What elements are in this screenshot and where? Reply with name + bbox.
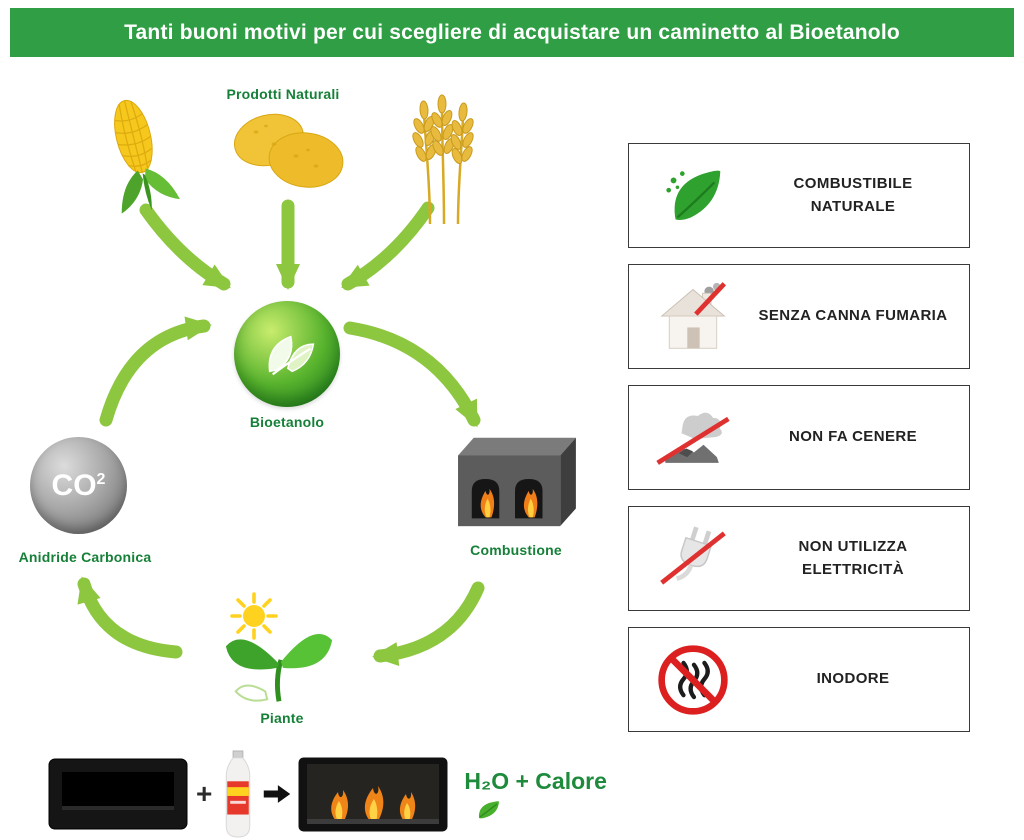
arrow-wheat-to-bioethanol (341, 201, 435, 291)
potatoes-icon (222, 104, 352, 199)
no-ash-icon (629, 403, 757, 473)
benefits-list: COMBUSTIBILE NATURALE SENZA CANNA FUMARI… (628, 143, 970, 732)
benefit-label: SENZA CANNA FUMARIA (758, 307, 948, 325)
bioethanol-cycle-diagram: Prodotti Naturali (0, 60, 630, 760)
co2-sphere: CO2 (30, 437, 127, 534)
odorless-icon (629, 642, 757, 718)
banner-title: Tanti buoni motivi per cui scegliere di … (124, 20, 900, 44)
benefit-label: NON FA CENERE (789, 428, 917, 446)
combustion-equation: + H₂O + Calore (48, 750, 607, 838)
arrow-corn-to-bioethanol (139, 203, 231, 291)
bioethanol-label: Bioetanolo (249, 414, 325, 430)
sun-icon (230, 592, 278, 640)
products-label: Prodotti Naturali (226, 86, 340, 102)
benefit-label: NON UTILIZZA ELETTRICITÀ (798, 538, 908, 578)
cycle-arrows (77, 199, 485, 666)
sprout-icon (220, 610, 338, 705)
combustion-label: Combustione (470, 542, 562, 558)
result-label: H₂O + Calore (464, 767, 607, 794)
no-chimney-house-icon (629, 280, 757, 354)
bioethanol-sphere (234, 301, 340, 407)
benefit-box-no-ash: NON FA CENERE (628, 385, 970, 490)
black-fireplace-icon (48, 758, 188, 830)
wheat-icon (408, 88, 478, 228)
benefit-label: INODORE (816, 670, 890, 688)
burning-fireplace-icon (298, 757, 448, 831)
banner: Tanti buoni motivi per cui scegliere di … (10, 8, 1014, 57)
benefit-label: COMBUSTIBILE NATURALE (793, 175, 913, 215)
fireplace-icon (446, 426, 584, 536)
arrow-combustion-to-plants (372, 581, 485, 666)
natural-fuel-leaf-icon (629, 161, 757, 231)
arrow-co2-to-bioethanol (99, 316, 212, 427)
equation-result: H₂O + Calore (464, 768, 607, 821)
corn-icon (95, 88, 180, 218)
co2-text: CO2 (51, 468, 106, 502)
leaf-sphere-icon (268, 335, 315, 376)
benefit-box-no-electricity: NON UTILIZZA ELETTRICITÀ (628, 506, 970, 611)
no-electricity-plug-icon (629, 522, 757, 596)
benefit-box-natural-fuel: COMBUSTIBILE NATURALE (628, 143, 970, 248)
bioethanol-bottle-icon (226, 750, 251, 838)
arrow-bioethanol-to-combustion (343, 321, 481, 428)
benefit-box-odorless: INODORE (628, 627, 970, 732)
plants-label: Piante (260, 710, 304, 726)
benefit-box-no-chimney: SENZA CANNA FUMARIA (628, 264, 970, 369)
arrow-plants-to-co2 (77, 576, 183, 659)
arrow-right-icon (264, 785, 291, 803)
co2-label: Anidride Carbonica (18, 549, 152, 565)
leaf-icon (479, 800, 500, 818)
plus-sign: + (196, 778, 213, 809)
